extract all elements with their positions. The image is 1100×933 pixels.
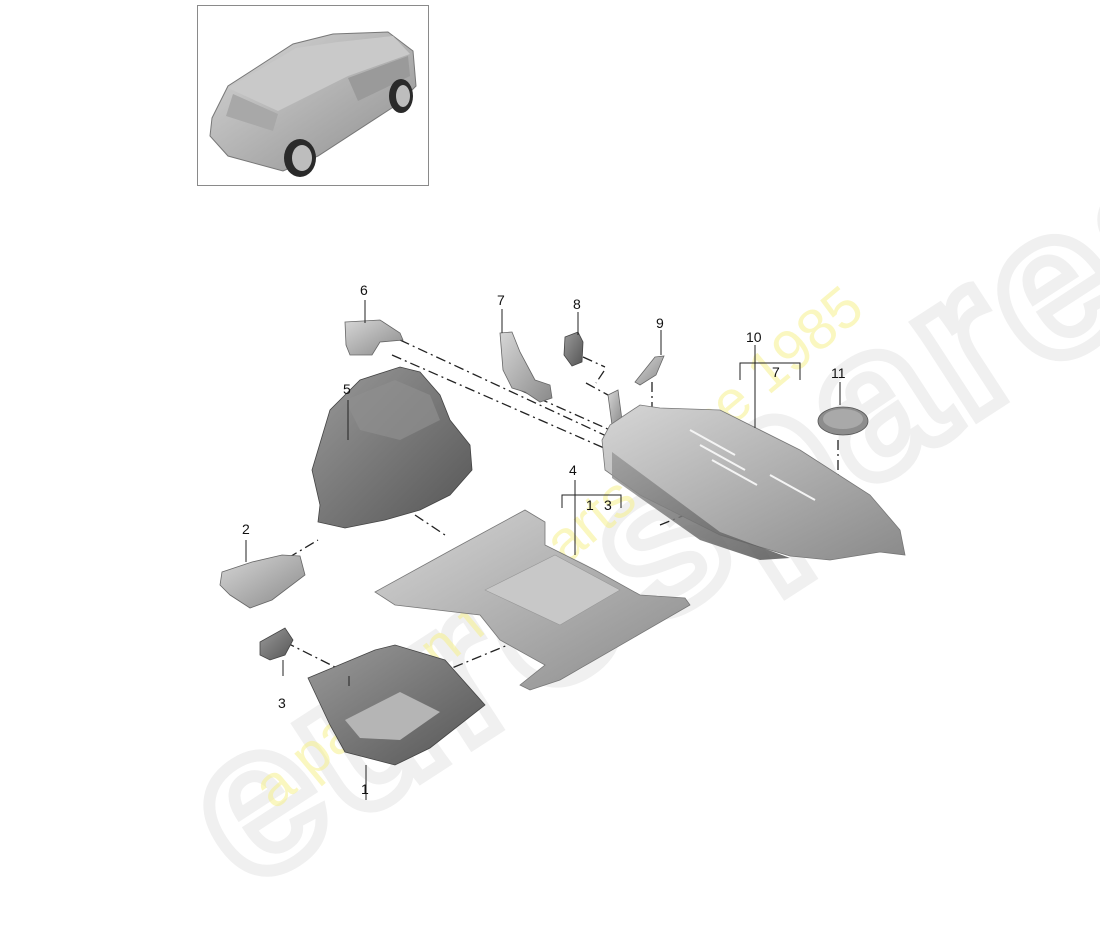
part-10-rear-floor[interactable] — [601, 404, 906, 561]
callout-11[interactable]: 11 — [831, 365, 846, 381]
callout-4[interactable]: 4 — [569, 462, 577, 478]
part-8-bracket[interactable] — [563, 331, 623, 426]
part-2-bracket[interactable] — [219, 554, 306, 609]
part-5-wheel-housing[interactable] — [311, 366, 473, 529]
callout-8[interactable]: 8 — [573, 296, 581, 312]
part-11-plug[interactable] — [817, 406, 869, 436]
callout-3[interactable]: 3 — [278, 695, 286, 711]
exploded-view — [219, 300, 906, 800]
callout-6[interactable]: 6 — [360, 282, 368, 298]
part-1-spare-wheel-well[interactable] — [307, 644, 486, 766]
part-3-clip[interactable] — [259, 627, 294, 661]
callout-7[interactable]: 7 — [497, 292, 505, 308]
car-icon — [209, 31, 417, 177]
callout-1[interactable]: 1 — [361, 781, 369, 797]
part-4-floor-panel[interactable] — [374, 509, 691, 691]
part-7-reinforcement[interactable] — [499, 331, 553, 403]
callout-9[interactable]: 9 — [656, 315, 664, 331]
vehicle-thumbnail — [197, 5, 429, 186]
part-6-bracket[interactable] — [344, 319, 404, 356]
callout-10-sub-7[interactable]: 7 — [772, 364, 780, 380]
callout-2[interactable]: 2 — [242, 521, 250, 537]
part-9-bracket[interactable] — [634, 355, 665, 386]
callout-4-sub-1[interactable]: 1 — [586, 497, 594, 513]
callout-4-sub-3[interactable]: 3 — [604, 497, 612, 513]
callout-10[interactable]: 10 — [746, 329, 762, 345]
parts-diagram: eurospares a passion for parts since 198… — [136, 5, 1100, 933]
callout-5[interactable]: 5 — [343, 381, 351, 397]
